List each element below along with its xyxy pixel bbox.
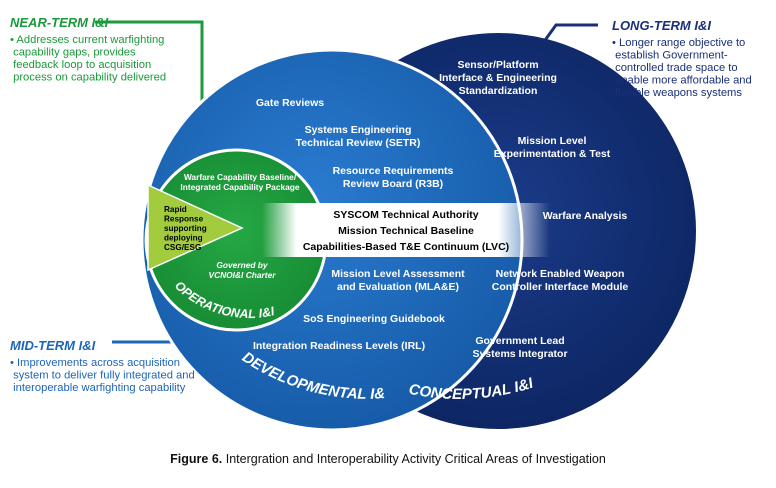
near-term-title: NEAR-TERM I&I	[10, 15, 109, 30]
rapid-response-arrow	[147, 183, 244, 272]
operational-baseline: Warfare Capability Baseline/Integrated C…	[180, 172, 299, 192]
developmental-item-6: Integration Readiness Levels (IRL)	[253, 340, 425, 352]
mid-term-description: • Improvements across acquisition system…	[10, 357, 195, 394]
conceptual-item-3: Warfare Analysis	[543, 210, 628, 222]
figure-caption-text: Intergration and Interoperability Activi…	[225, 452, 606, 466]
developmental-item-5: SoS Engineering Guidebook	[303, 313, 445, 325]
figure-caption-label: Figure 6.	[170, 452, 223, 466]
developmental-item-1: Gate Reviews	[256, 97, 324, 109]
long-term-title: LONG-TERM I&I	[612, 18, 711, 33]
figure-caption: Figure 6. Intergration and Interoperabil…	[0, 452, 776, 466]
mid-term-title: MID-TERM I&I	[10, 338, 96, 353]
long-term-description: • Longer range objective to establish Go…	[612, 37, 752, 99]
near-term-description: • Addresses current warfighting capabili…	[10, 34, 166, 84]
center-band	[262, 203, 550, 257]
